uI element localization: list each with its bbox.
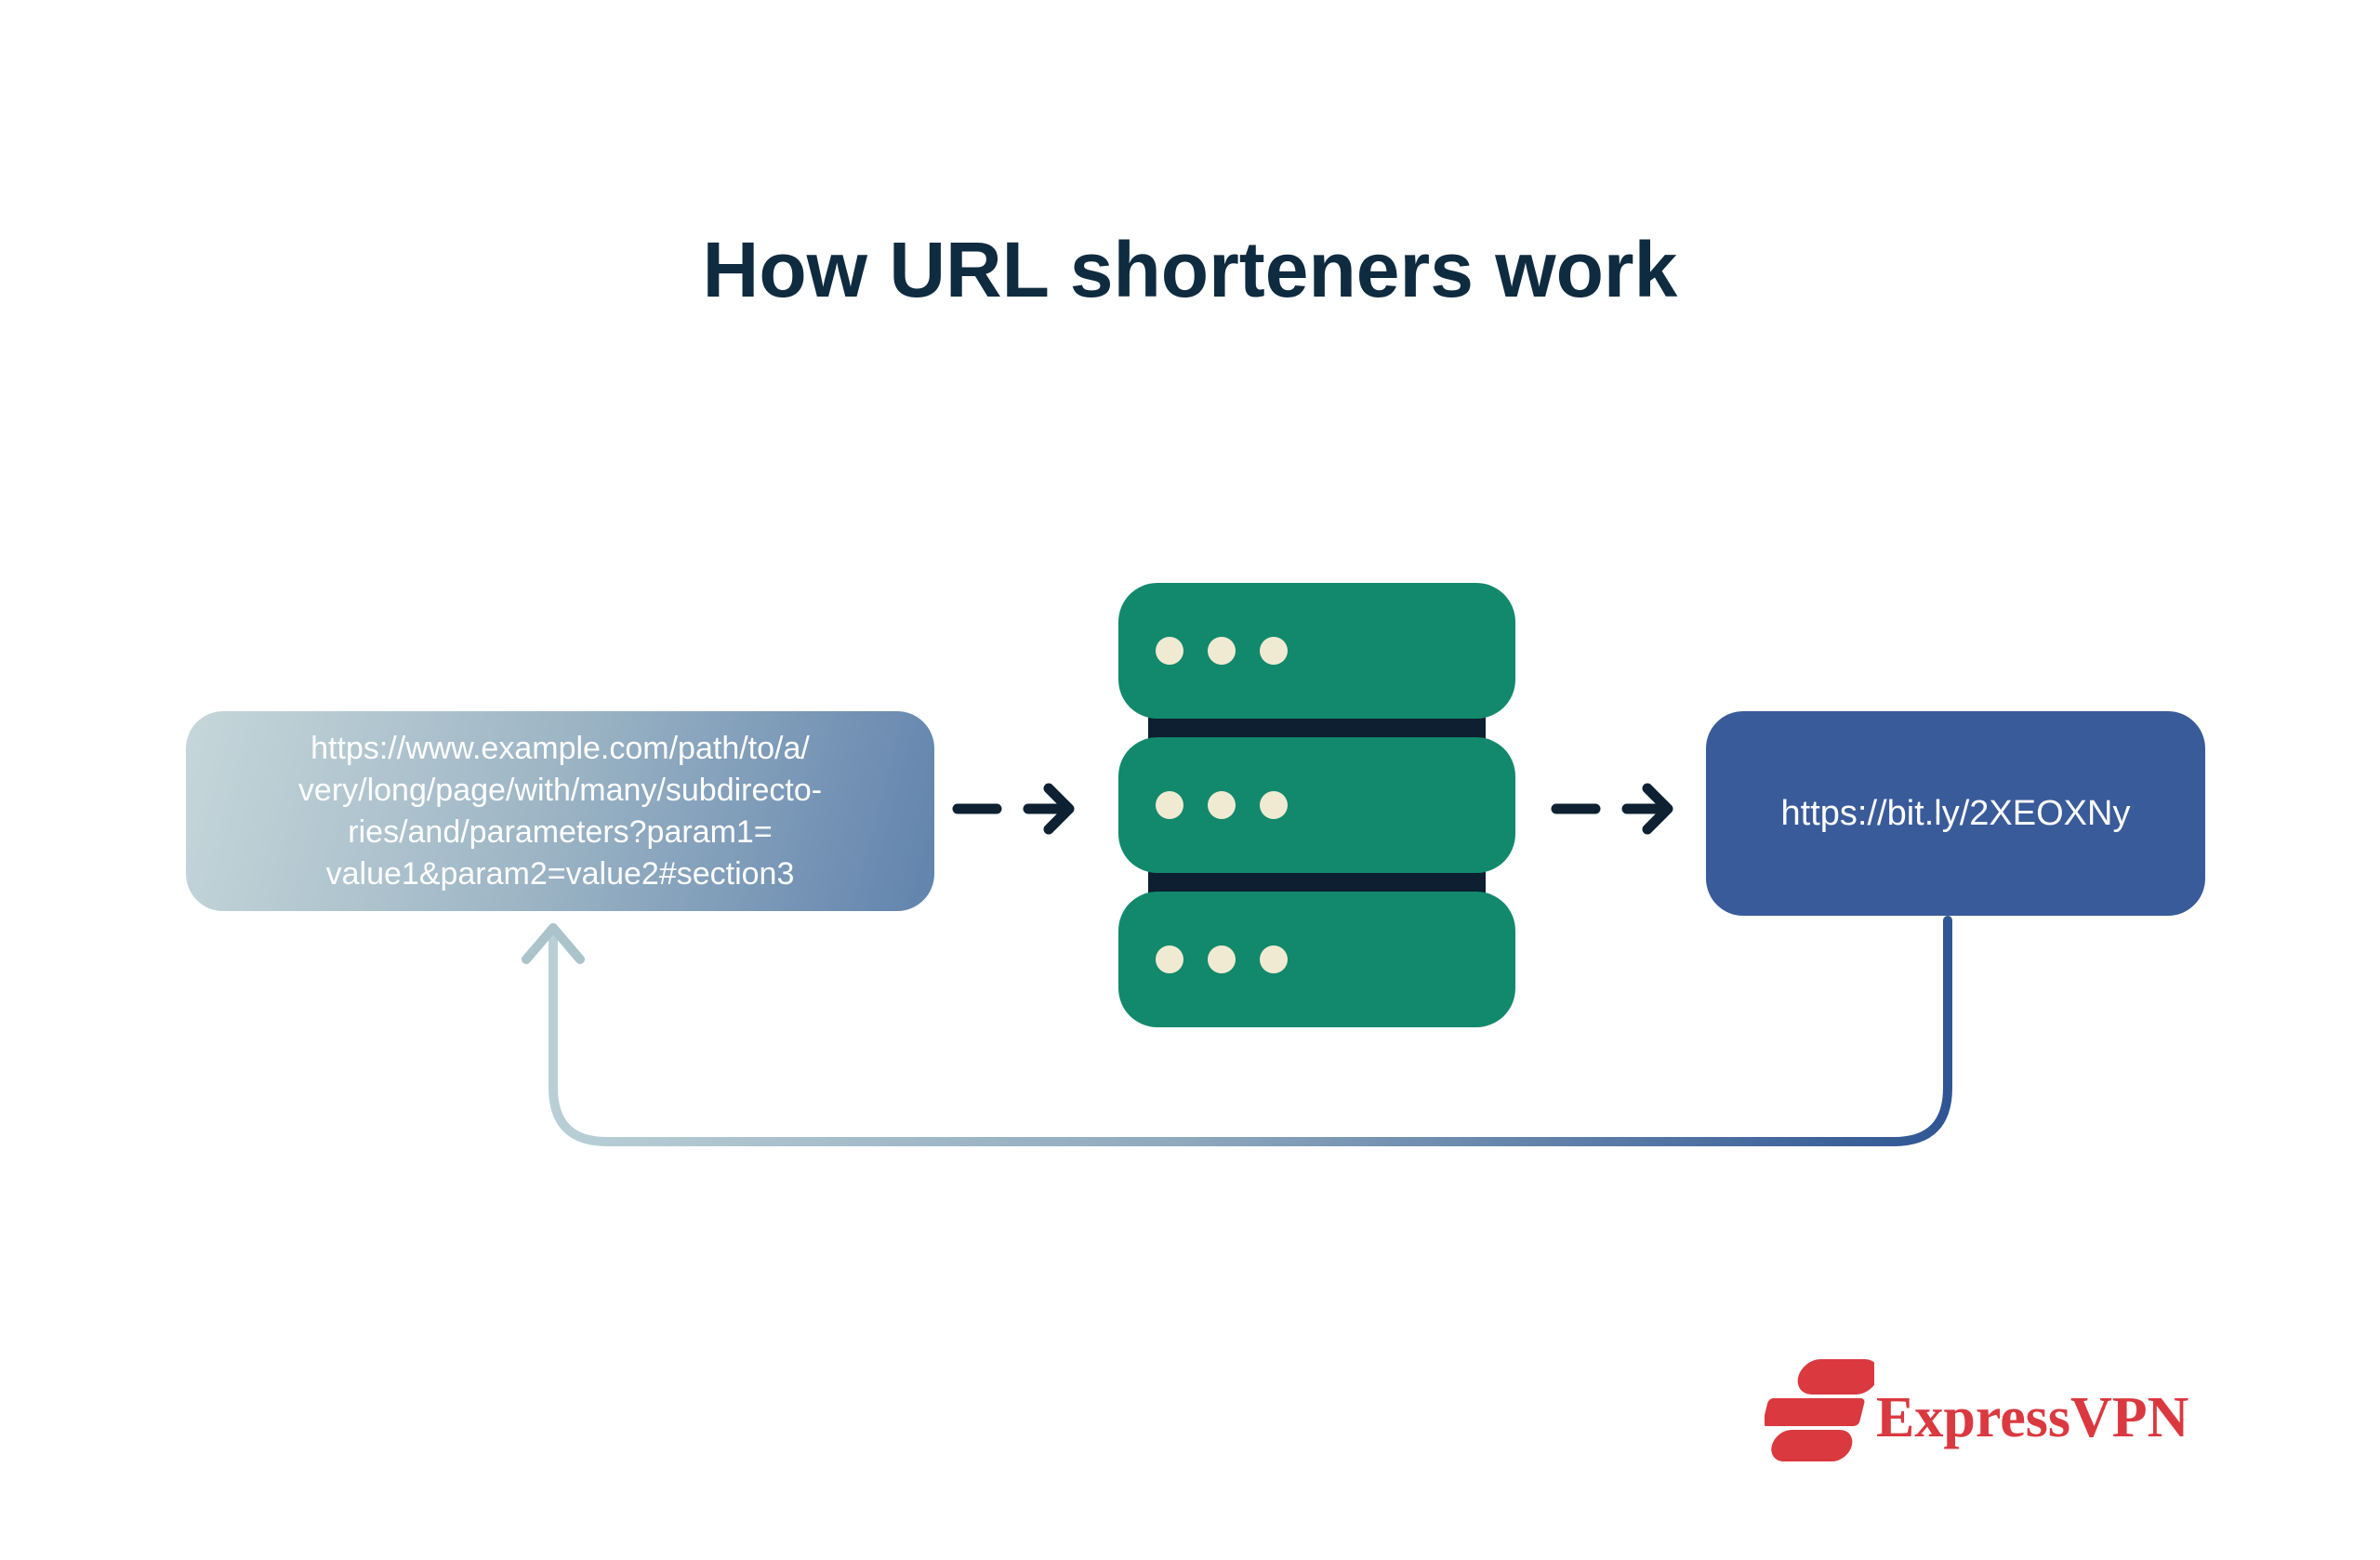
long-url-line-3: ries/and/parameters?param1= xyxy=(348,813,773,850)
server-led-dot xyxy=(1156,945,1183,973)
server-led-dot xyxy=(1260,945,1288,973)
short-url-text: https://bit.ly/2XEOXNy xyxy=(1780,793,2131,833)
server-stack-icon xyxy=(1118,583,1515,1027)
server-segment xyxy=(1118,583,1515,719)
return-loop-arrow-icon xyxy=(522,916,1952,1146)
long-url-line-2: very/long/page/with/many/subdirecto- xyxy=(298,772,823,808)
server-led-dot xyxy=(1208,637,1236,665)
long-url-box: https://www.example.com/path/to/a/ very/… xyxy=(186,711,934,911)
server-segment xyxy=(1118,892,1515,1027)
brand-logo: ExpressVPN xyxy=(1765,1350,2211,1471)
server-led-dot xyxy=(1208,791,1236,819)
forward-arrow-icon-1 xyxy=(952,783,1075,835)
brand-wordmark: ExpressVPN xyxy=(1876,1386,2189,1449)
page-title: How URL shorteners work xyxy=(702,226,1678,313)
forward-arrow-icon-2 xyxy=(1551,783,1673,835)
expressvpn-logo-icon xyxy=(1765,1359,1874,1461)
long-url-line-4: value1&param2=value2#section3 xyxy=(325,855,795,892)
server-segment xyxy=(1118,737,1515,873)
server-led-dot xyxy=(1156,791,1183,819)
server-led-dot xyxy=(1260,637,1288,665)
short-url-box: https://bit.ly/2XEOXNy xyxy=(1706,711,2205,916)
server-led-dot xyxy=(1208,945,1236,973)
server-led-dot xyxy=(1156,637,1183,665)
server-led-dot xyxy=(1260,791,1288,819)
long-url-line-1: https://www.example.com/path/to/a/ xyxy=(311,730,810,766)
